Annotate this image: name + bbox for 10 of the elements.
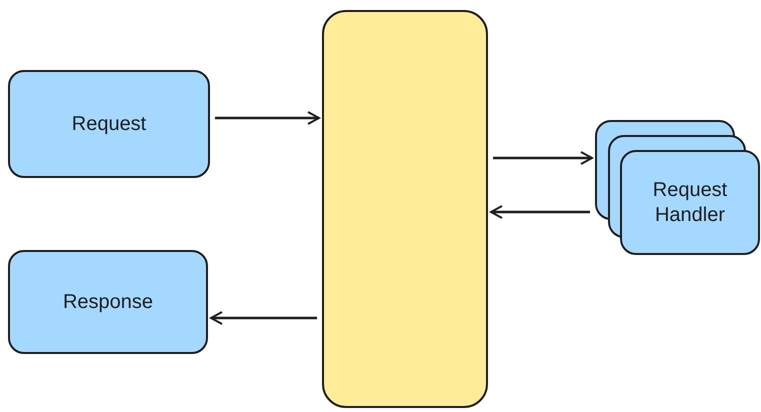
arrow: [210, 311, 317, 325]
arrow: [493, 151, 593, 165]
process-box: [8, 70, 210, 178]
mediator-box: [322, 10, 488, 408]
arrow: [215, 111, 320, 125]
node-label: Request Handler: [652, 178, 728, 228]
node-label: Request: [70, 112, 148, 136]
process-box: [8, 250, 208, 354]
arrow: [490, 205, 590, 219]
node-label: Response: [62, 290, 154, 314]
